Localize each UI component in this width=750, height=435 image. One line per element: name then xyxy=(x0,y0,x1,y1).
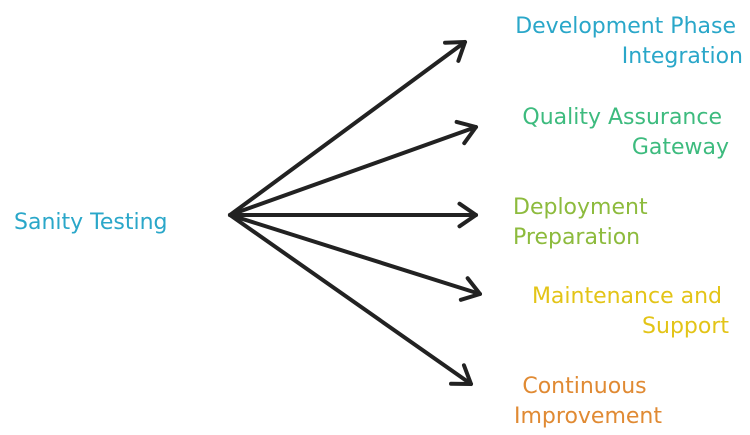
arrow-deployment-head xyxy=(457,201,478,229)
target-label-line: Integration xyxy=(622,44,743,69)
arrow-continuous xyxy=(228,213,473,386)
arrow-maintenance xyxy=(228,213,482,296)
target-label-line: Improvement xyxy=(514,404,662,429)
arrow-development-head xyxy=(443,40,467,63)
target-label-line: Development Phase xyxy=(515,14,736,39)
target-label-line: Quality Assurance xyxy=(522,105,722,130)
target-label-line: Continuous xyxy=(522,374,646,399)
arrow-quality-head xyxy=(454,119,478,146)
target-label-maintenance: Maintenance and Support xyxy=(532,284,729,339)
target-label-line: Deployment xyxy=(513,195,648,220)
target-label-line: Gateway xyxy=(632,135,729,160)
target-label-line: Maintenance and xyxy=(532,284,722,309)
target-label-line: Preparation xyxy=(513,225,640,250)
source-label: Sanity Testing xyxy=(14,210,167,235)
arrow-development xyxy=(228,40,467,217)
target-label-quality: Quality Assurance Gateway xyxy=(522,105,729,160)
target-label-continuous: Continuous Improvement xyxy=(514,374,662,429)
target-label-deployment: Deployment Preparation xyxy=(513,195,655,250)
arrow-maintenance-head xyxy=(458,276,482,302)
target-label-development: Development Phase Integration xyxy=(515,14,743,69)
arrow-continuous-head xyxy=(449,363,473,386)
arrows-group xyxy=(228,40,482,386)
arrow-quality xyxy=(228,125,478,217)
target-label-line: Support xyxy=(642,314,729,339)
